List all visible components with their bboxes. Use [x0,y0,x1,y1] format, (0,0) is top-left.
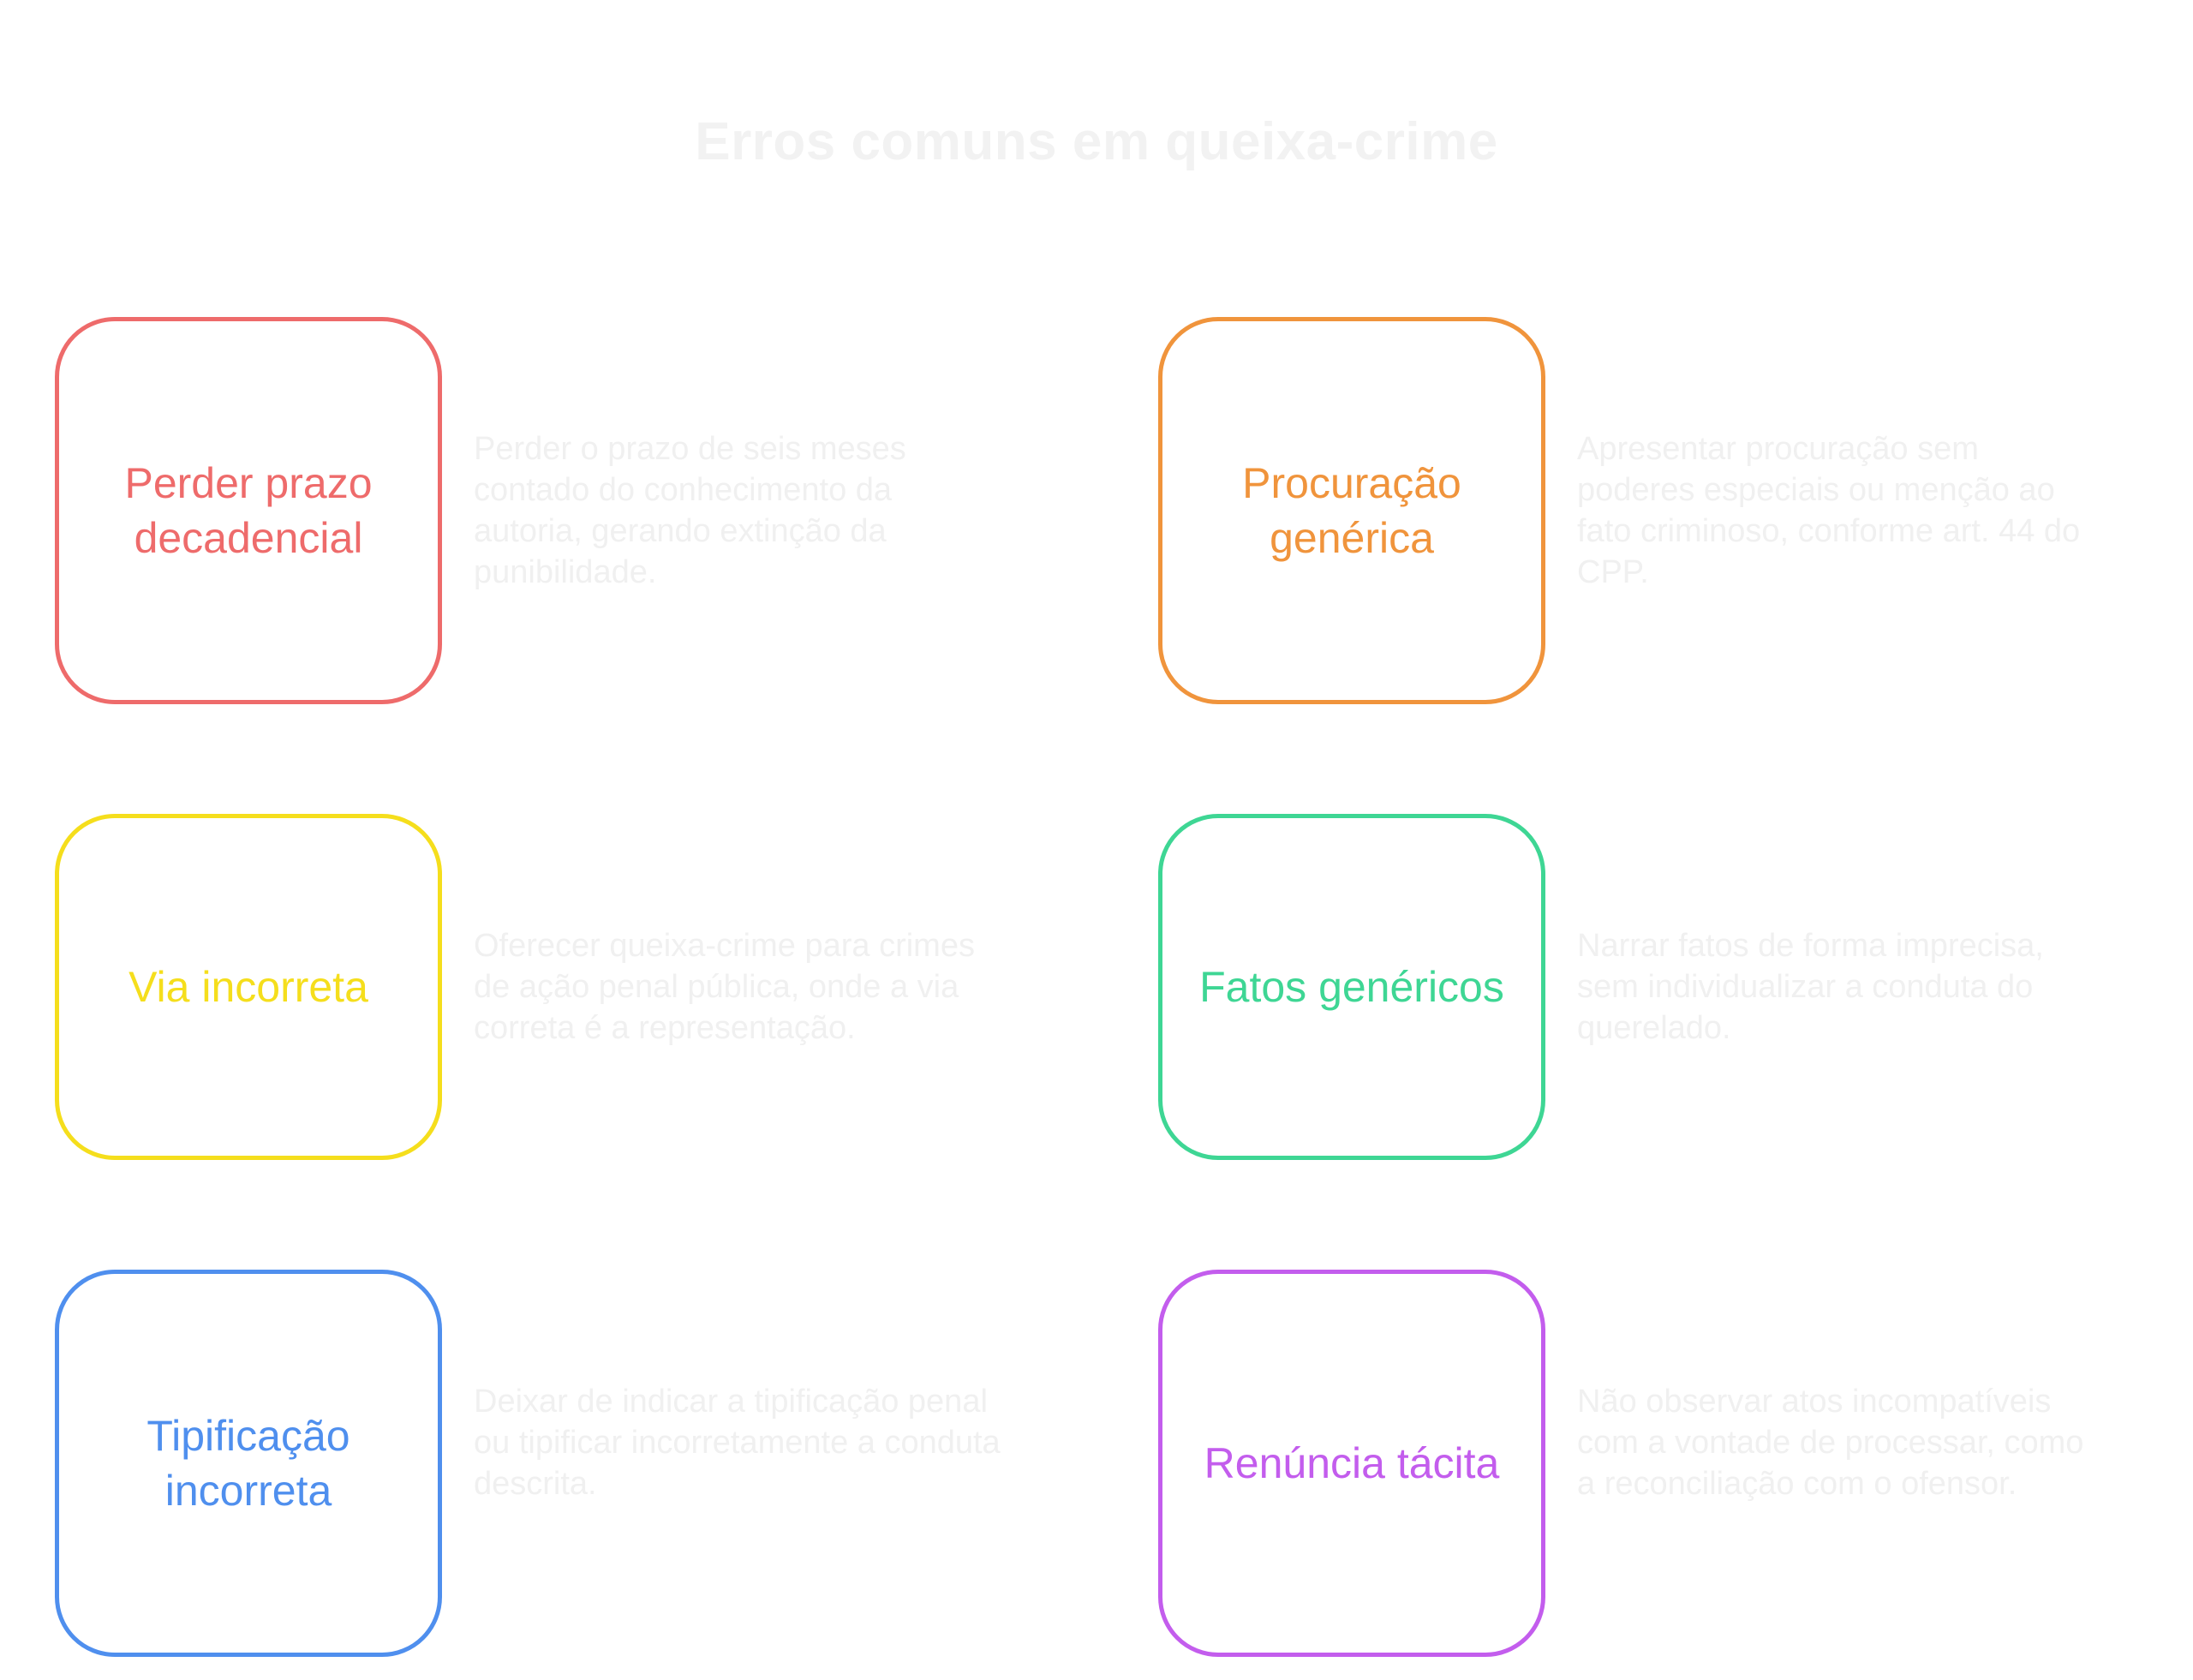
error-card-label: Tipificação incorreta [146,1412,350,1515]
error-description: Deixar de indicar a tipificação penal ou… [474,1384,1001,1502]
error-card-perder-prazo: Perder prazo decadencial [55,317,442,704]
error-description: Não observar atos incompatíveis com a vo… [1577,1384,2084,1502]
error-description: Perder o prazo de seis meses contado do … [474,431,906,590]
error-card-label: Fatos genéricos [1199,963,1504,1011]
error-card-label: Perder prazo decadencial [124,459,373,562]
error-card-fatos-genericos: Fatos genéricos [1158,814,1545,1160]
error-card-via-incorreta: Via incorreta [55,814,442,1160]
error-description: Oferecer queixa-crime para crimes de açã… [474,928,975,1046]
error-card-renuncia-tacita: Renúncia tácita [1158,1270,1545,1657]
error-card-label: Via incorreta [128,963,368,1011]
error-card-label: Procuração genérica [1242,459,1461,562]
error-card-tipificacao: Tipificação incorreta [55,1270,442,1657]
error-description: Apresentar procuração sem poderes especi… [1577,431,2081,590]
error-description: Narrar fatos de forma imprecisa, sem ind… [1577,928,2044,1046]
error-card-label: Renúncia tácita [1204,1439,1500,1487]
error-card-procuracao: Procuração genérica [1158,317,1545,704]
diagram-title: Erros comuns em queixa-crime [695,112,1498,171]
